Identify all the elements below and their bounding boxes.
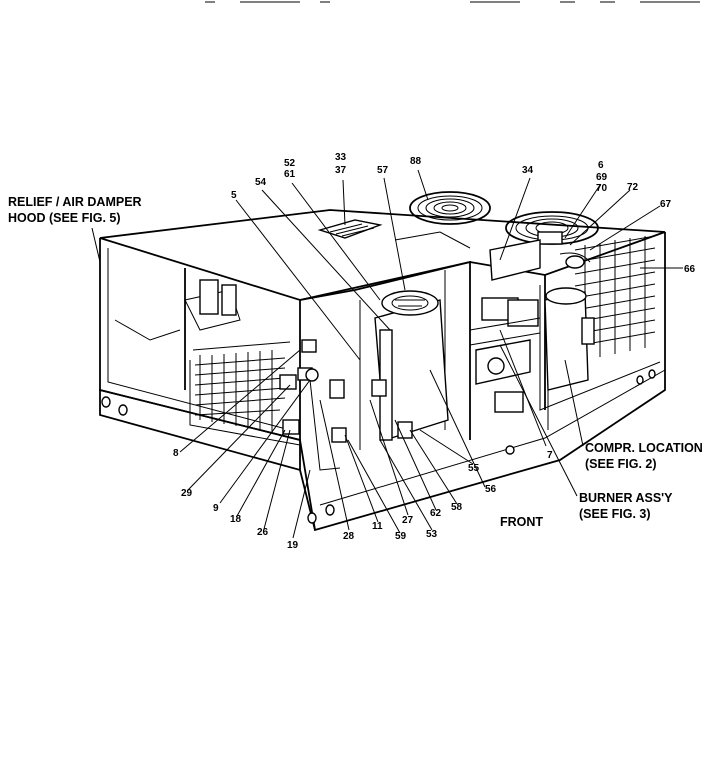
part-number: 72 [627, 182, 639, 193]
condenser-fan-grille [409, 191, 491, 225]
relief-hood-assembly [317, 219, 471, 249]
part-number: 61 [284, 169, 296, 180]
part-number: 27 [402, 515, 414, 526]
relief-hood-label-line1: RELIEF / AIR DAMPER [8, 195, 142, 209]
blower-assembly [371, 290, 449, 441]
part-number: 59 [395, 531, 407, 542]
part-number: 62 [430, 508, 442, 519]
part-number: 33 [335, 152, 347, 163]
compressor [544, 252, 595, 391]
part-number: 70 [596, 183, 608, 194]
part-number: 19 [287, 540, 299, 551]
part-number: 52 [284, 158, 296, 169]
part-number: 55 [468, 463, 480, 474]
part-number: 58 [451, 502, 463, 513]
part-number: 57 [377, 165, 389, 176]
part-number: 88 [410, 156, 422, 167]
part-number: 56 [485, 484, 497, 495]
fan-motor-assembly [505, 211, 599, 245]
burner-assy-label-line1: BURNER ASS'Y [579, 491, 673, 505]
burner-section [469, 239, 549, 430]
part-number: 7 [547, 450, 553, 461]
compr-location-label-line1: COMPR. LOCATION [585, 441, 703, 455]
part-number: 26 [257, 527, 269, 538]
part-number: 69 [596, 172, 608, 183]
part-number: 6 [598, 160, 604, 171]
part-number: 5 [231, 190, 237, 201]
part-number: 53 [426, 529, 438, 540]
control-components [279, 339, 347, 471]
burner-assy-label-line2: (SEE FIG. 3) [579, 507, 651, 521]
compr-location-label-line2: (SEE FIG. 2) [585, 457, 657, 471]
part-number: 66 [684, 264, 696, 275]
relief-hood-label-line2: HOOD (SEE FIG. 5) [8, 211, 121, 225]
part-number: 67 [660, 199, 672, 210]
part-number: 37 [335, 165, 347, 176]
front-label: FRONT [500, 515, 543, 529]
part-number: 11 [372, 521, 383, 532]
part-number: 18 [230, 514, 242, 525]
evaporator-coil [114, 279, 301, 446]
part-number: 54 [255, 177, 267, 188]
part-number: 9 [213, 503, 219, 514]
part-number: 29 [181, 488, 193, 499]
part-number-labels: 52 61 33 37 88 5 54 57 34 6 69 70 72 67 … [173, 152, 696, 551]
rail-holes [101, 369, 656, 524]
part-number: 28 [343, 531, 355, 542]
callout-labels: RELIEF / AIR DAMPER HOOD (SEE FIG. 5) CO… [8, 195, 703, 529]
leader-lines [91, 169, 683, 539]
part-number: 34 [522, 165, 534, 176]
part-number: 8 [173, 448, 179, 459]
